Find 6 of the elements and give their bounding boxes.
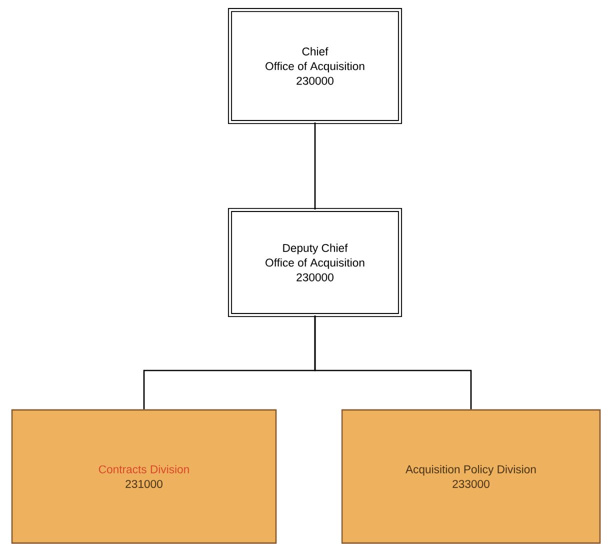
connector-line	[314, 316, 472, 410]
connector-line	[314, 122, 316, 210]
division-box: Acquisition Policy Division 233000	[341, 409, 601, 544]
office-box: Chief Office of Acquisition 230000	[228, 8, 402, 124]
office-box: Deputy Chief Office of Acquisition 230000	[228, 208, 402, 318]
division-box: Contracts Division 231000	[11, 409, 277, 544]
